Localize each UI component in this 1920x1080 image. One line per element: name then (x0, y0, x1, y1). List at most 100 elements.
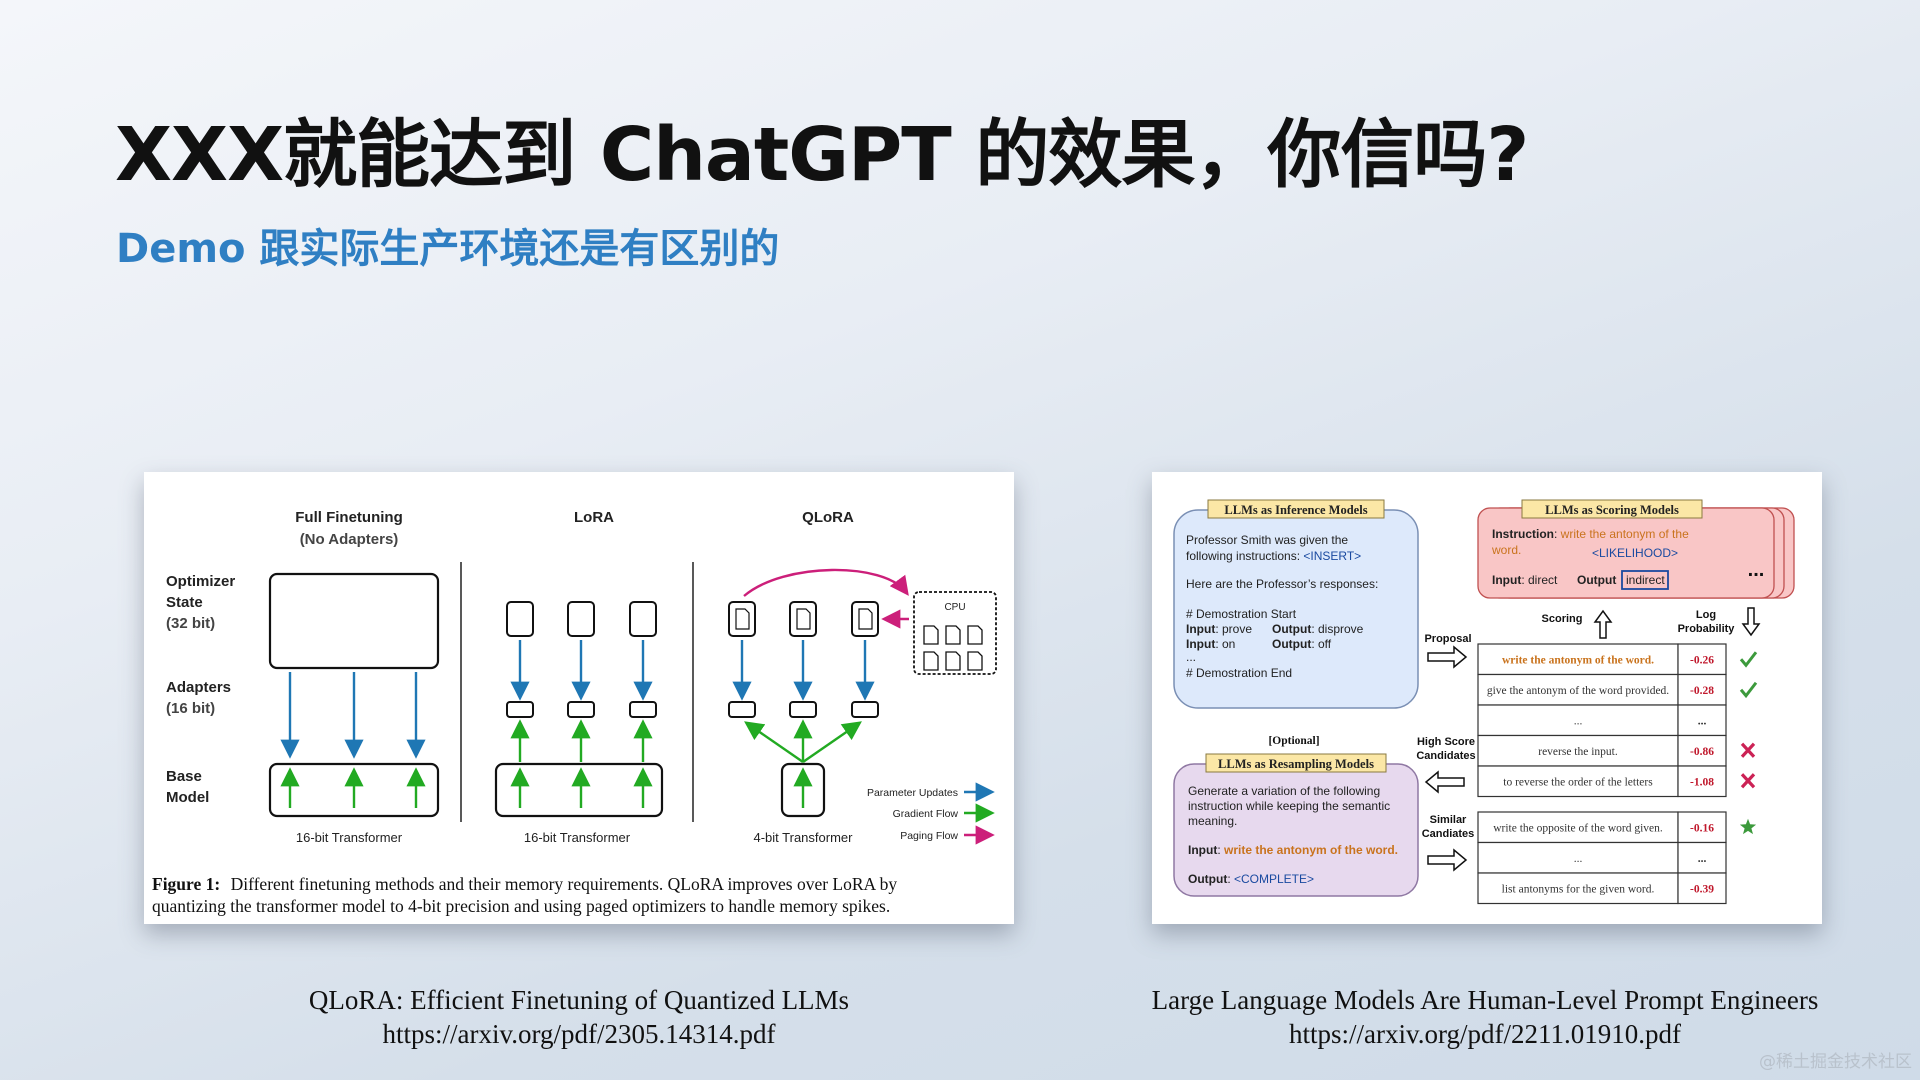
legend-paging: Paging Flow (900, 830, 958, 842)
inference-pair2-out: Output: off (1272, 637, 1332, 651)
label-16bit: (16 bit) (166, 700, 215, 717)
flow-sim-1: Similar (1430, 814, 1467, 826)
check-icon (1739, 651, 1758, 668)
inference-title-tag (1207, 499, 1385, 519)
table-row: write the antonym of the word.-0.26 (1477, 643, 1758, 676)
candidate-text: list antonyms for the given word. (1502, 883, 1655, 895)
candidate-text: reverse the input. (1538, 746, 1618, 758)
slide-title: XXX就能达到 ChatGPT 的效果，你信吗? (115, 112, 1529, 198)
col-full-caption: 16-bit Transformer (296, 830, 403, 845)
inference-line2: following instructions: <INSERT> (1186, 549, 1361, 563)
cpu-label: CPU (944, 602, 965, 613)
inference-pair1-out: Output: disprove (1272, 622, 1364, 636)
flow-high-1: High Score (1417, 736, 1475, 748)
proposal-arrow (1427, 645, 1468, 669)
candidate-score: -0.39 (1690, 883, 1714, 895)
table-row: list antonyms for the given word. -0.39 (1477, 872, 1727, 905)
label-state: State (166, 594, 203, 611)
table-row: reverse the input. -0.86 (1477, 734, 1756, 767)
resampling-title-tag (1205, 753, 1387, 773)
ape-figure-panel: LLMs as Inference Models Professor Smith… (1152, 472, 1822, 924)
candidate-score: -0.16 (1690, 822, 1714, 834)
figure-caption-line2: quantizing the transformer model to 4-bi… (152, 896, 890, 916)
inference-pair2: Input: on (1186, 637, 1235, 651)
logprob-down-arrow (1741, 607, 1761, 637)
label-base: Base (166, 768, 202, 785)
optimizer-state-box (268, 572, 440, 670)
score-table-bottom: write the opposite of the word given. -0.… (1477, 811, 1757, 905)
lora-adapter-boxes (506, 701, 657, 718)
table-row: to reverse the order of the letters -1.08 (1477, 765, 1756, 798)
candidate-text: write the antonym of the word. (1502, 654, 1654, 666)
resampling-line3: meaning. (1188, 814, 1237, 828)
resampling-line1: Generate a variation of the following (1188, 784, 1380, 798)
label-32bit: (32 bit) (166, 615, 215, 632)
caption-right-url: https://arxiv.org/pdf/2211.01910.pdf (1289, 1019, 1681, 1049)
inference-dots: ... (1186, 650, 1196, 664)
label-adapters: Adapters (166, 679, 231, 696)
caption-right-title: Large Language Models Are Human-Level Pr… (1151, 985, 1819, 1015)
candidate-text: give the antonym of the word provided. (1487, 685, 1669, 697)
resampling-line2: instruction while keeping the semantic (1188, 799, 1390, 813)
scoring-output-value: indirect (1626, 573, 1665, 587)
flow-logprob-1: Log (1696, 609, 1716, 621)
scoring-instruction-2: word. (1491, 543, 1521, 557)
scoring-output-label: Output (1577, 573, 1616, 587)
scoring-output-box (1621, 570, 1669, 590)
resampling-title: LLMs as Resampling Models (1218, 757, 1374, 771)
col-qlora-title: QLoRA (802, 509, 854, 526)
cpu-box (913, 591, 997, 675)
flow-sim-2: Candiates (1422, 828, 1475, 840)
resampling-optional: [Optional] (1268, 735, 1319, 747)
label-model: Model (166, 789, 209, 806)
inference-line1: Professor Smith was given the (1186, 533, 1348, 547)
caption-left: QLoRA: Efficient Finetuning of Quantized… (144, 983, 1014, 1051)
scoring-title: LLMs as Scoring Models (1545, 503, 1679, 517)
cross-icon (1740, 742, 1756, 758)
candidate-text: ... (1574, 853, 1583, 865)
candidate-text: to reverse the order of the letters (1503, 776, 1653, 788)
scoring-input: Input: direct (1492, 573, 1558, 587)
col-lora-caption: 16-bit Transformer (524, 830, 631, 845)
table-row: give the antonym of the word provided. -0… (1477, 673, 1758, 706)
scoring-likelihood: <LIKELIHOOD> (1592, 546, 1678, 560)
candidate-text: write the opposite of the word given. (1493, 822, 1663, 834)
flow-high-2: Candidates (1416, 750, 1475, 762)
col-lora-title: LoRA (574, 509, 614, 526)
qlora-figure-panel: Full Finetuning (No Adapters) LoRA QLoRA… (144, 472, 1014, 924)
col-qlora-caption: 4-bit Transformer (754, 830, 854, 845)
legend-param: Parameter Updates (867, 787, 958, 799)
slide-subtitle: Demo 跟实际生产环境还是有区别的 (116, 226, 780, 272)
candidate-score: -1.08 (1690, 776, 1714, 788)
figure-caption-line1: Figure 1: Different finetuning methods a… (152, 874, 897, 894)
paging-arrow-out (743, 568, 909, 597)
high-score-arrow (1424, 770, 1465, 794)
cpu-pages (923, 625, 983, 671)
scoring-title-tag (1521, 499, 1703, 519)
resampling-input: Input: write the antonym of the word. (1188, 843, 1398, 857)
caption-left-title: QLoRA: Efficient Finetuning of Quantized… (308, 985, 850, 1015)
col-full-title: Full Finetuning (295, 509, 402, 526)
cross-icon (1740, 773, 1756, 789)
col-full-sub: (No Adapters) (300, 531, 399, 548)
scoring-up-arrow (1593, 609, 1613, 639)
qlora-diagram: Full Finetuning (No Adapters) LoRA QLoRA… (152, 509, 997, 916)
caption-right: Large Language Models Are Human-Level Pr… (1100, 983, 1870, 1051)
candidate-score: -0.28 (1690, 685, 1714, 697)
inference-line3: Here are the Professor’s responses: (1186, 577, 1378, 591)
legend-grad: Gradient Flow (893, 808, 959, 820)
lora-base-model-box (494, 762, 664, 818)
candidate-score: -0.86 (1690, 746, 1714, 758)
inference-title: LLMs as Inference Models (1224, 503, 1367, 517)
flow-scoring: Scoring (1542, 613, 1583, 625)
table-row: write the opposite of the word given. -0.… (1477, 811, 1757, 844)
ape-diagram: LLMs as Inference Models Professor Smith… (1173, 499, 1795, 905)
star-icon (1739, 818, 1757, 835)
similar-arrow (1427, 848, 1468, 872)
caption-left-url: https://arxiv.org/pdf/2305.14314.pdf (382, 1019, 776, 1049)
scoring-more-dots: ... (1748, 559, 1765, 581)
check-icon (1739, 681, 1758, 699)
scoring-instruction: Instruction: write the antonym of the (1492, 527, 1689, 541)
score-table-top: write the antonym of the word.-0.26give … (1477, 643, 1758, 798)
resampling-output: Output: <COMPLETE> (1188, 872, 1314, 886)
